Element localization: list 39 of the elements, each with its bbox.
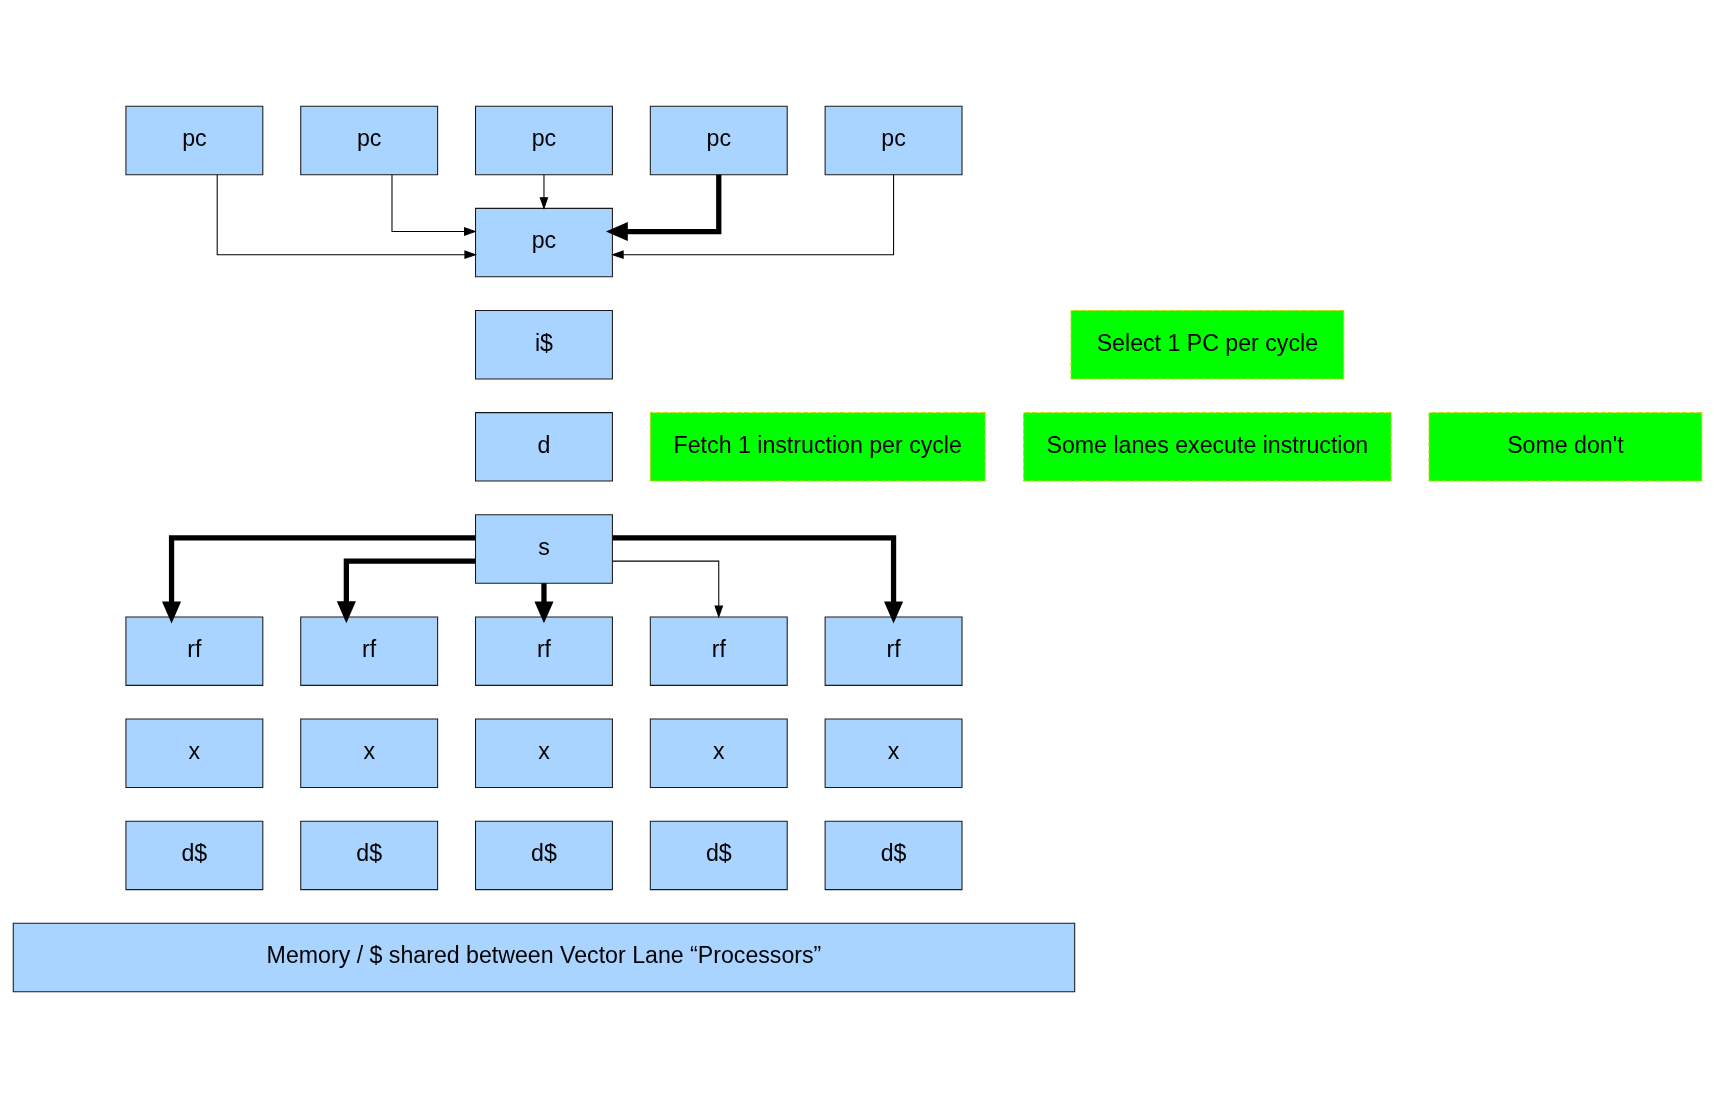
arrow — [161, 535, 475, 624]
node-box: x — [124, 718, 263, 789]
arrow — [216, 174, 477, 260]
node-box: pc — [824, 105, 963, 176]
node-box: d$ — [649, 820, 788, 891]
node-box: d$ — [124, 820, 263, 891]
node-box: Select 1 PC per cycle — [1069, 309, 1344, 380]
arrow — [612, 535, 903, 624]
arrow — [533, 583, 554, 624]
arrow — [605, 174, 721, 242]
node-box: d$ — [474, 820, 613, 891]
node-box: rf — [824, 616, 963, 686]
node-box: s — [474, 514, 613, 584]
node-box: Memory / $ shared between Vector Lane “Processors” — [12, 922, 1075, 993]
node-box: pc — [474, 207, 613, 278]
node-box: rf — [649, 616, 788, 686]
node-box: Fetch 1 instruction per cycle — [649, 412, 986, 482]
node-box: rf — [299, 616, 438, 686]
node-box: x — [824, 718, 963, 789]
node-box: Some lanes execute instruction — [1022, 412, 1392, 482]
node-box: pc — [299, 105, 438, 176]
arrow — [611, 560, 723, 619]
node-box: rf — [124, 616, 263, 686]
node-box: d — [474, 412, 613, 482]
node-box: x — [299, 718, 438, 789]
node-box: pc — [649, 105, 788, 176]
node-box: d$ — [299, 820, 438, 891]
node-box: x — [474, 718, 613, 789]
node-box: pc — [124, 105, 263, 176]
node-box: i$ — [474, 309, 613, 380]
node-box: x — [649, 718, 788, 789]
arrow — [610, 174, 894, 260]
node-box: rf — [474, 616, 613, 686]
arrow — [336, 558, 475, 624]
node-box: pc — [474, 105, 613, 176]
node-box: d$ — [824, 820, 963, 891]
node-box: Some don't — [1428, 412, 1702, 482]
arrow — [390, 174, 477, 236]
arrow — [539, 174, 548, 210]
